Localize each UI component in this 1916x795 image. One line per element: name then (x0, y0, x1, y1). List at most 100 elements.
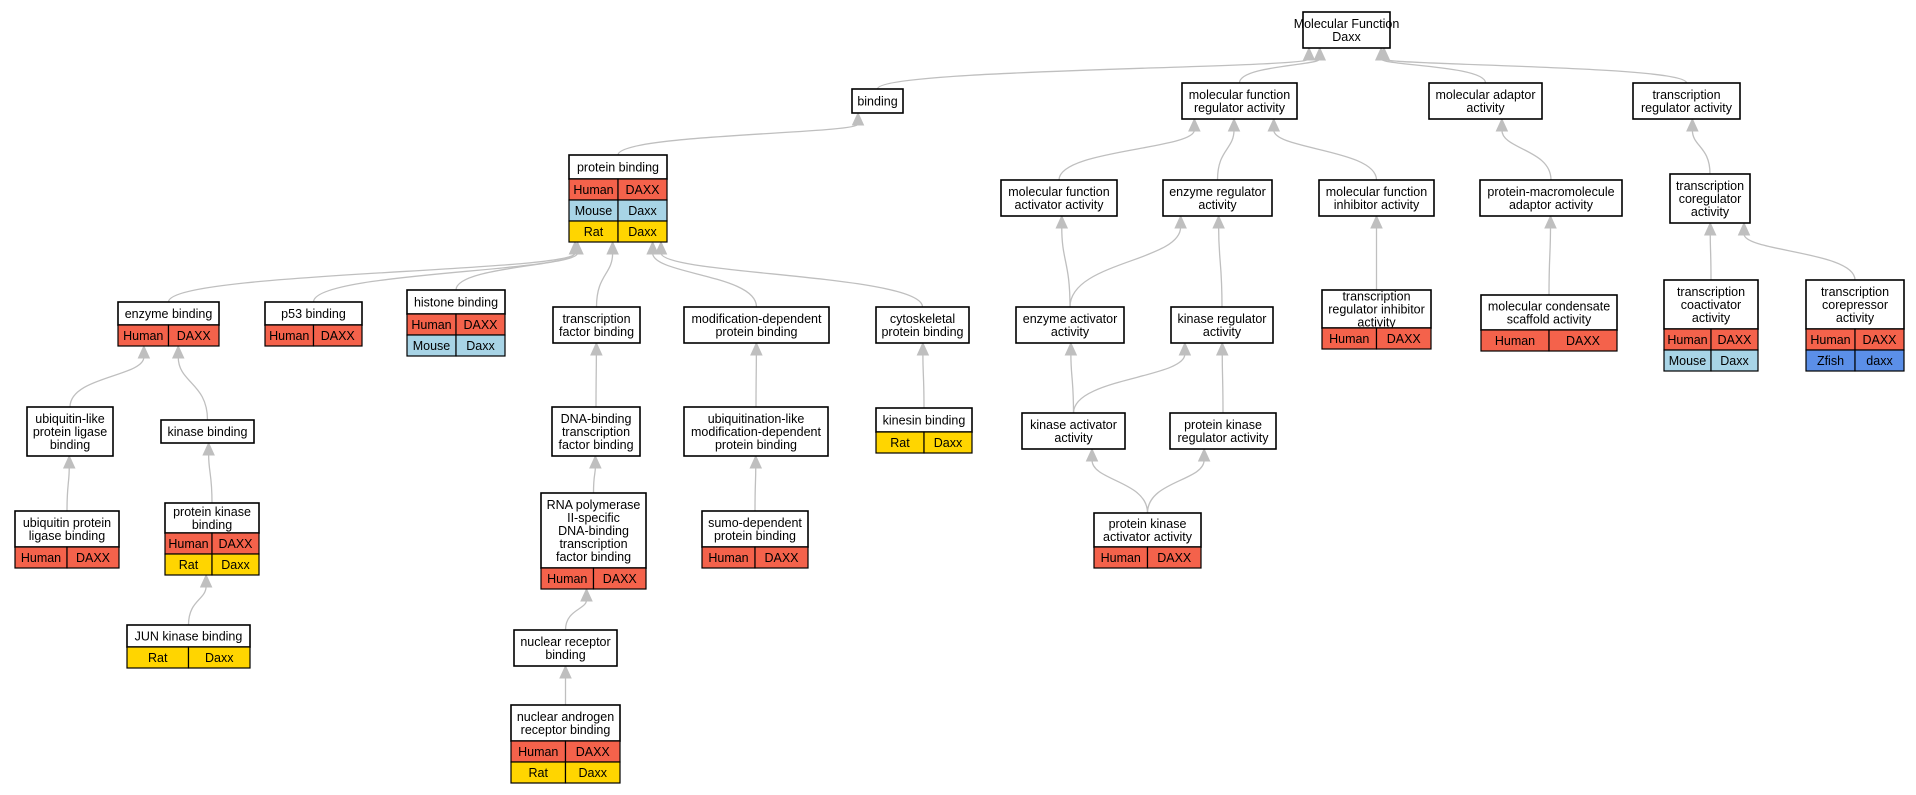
edge-line (1072, 353, 1186, 414)
go-term-box (552, 306, 641, 344)
species-label: Human (168, 537, 208, 551)
go-term-label-line: DNA-binding (561, 412, 632, 426)
go-term-label-line: protein binding (881, 325, 963, 339)
edge-line (1061, 226, 1071, 308)
go-term-label-line: transcription (1676, 179, 1744, 193)
go-term-node-binding[interactable]: binding (851, 88, 904, 114)
go-term-label-line: molecular function (1008, 185, 1109, 199)
species-label: Human (1101, 551, 1141, 565)
edge-line (1069, 226, 1182, 308)
go-term-label-line: molecular condensate (1488, 300, 1610, 314)
edge-arrowhead (1197, 447, 1211, 462)
gene-symbol: Daxx (1720, 354, 1749, 368)
go-term-box (1318, 179, 1435, 217)
edge-line (66, 466, 70, 512)
go-term-box (1000, 179, 1118, 217)
gene-cell (923, 431, 973, 454)
go-term-label-line: binding (545, 648, 585, 662)
edge-line (187, 585, 207, 626)
edge-arrowhead (1686, 117, 1699, 132)
go-term-label-line: activator activity (1015, 198, 1105, 212)
gene-cell (1710, 349, 1759, 372)
go-term-box (26, 406, 114, 457)
gene-cell (211, 553, 260, 576)
edge-line (617, 123, 859, 156)
edge-line (564, 599, 588, 631)
species-label: Human (123, 329, 163, 343)
edge-line (1691, 129, 1711, 175)
go-term-label-line: transcription (1652, 88, 1720, 102)
go-term-node-rnap[interactable]: RNA polymeraseII-specificDNA-bindingtran… (540, 492, 647, 590)
go-term-label-line: activity (1051, 325, 1090, 339)
edge-line (1548, 226, 1552, 296)
edge-maa-to-root (1374, 46, 1487, 84)
edge-line (1058, 129, 1196, 181)
go-term-label-line: molecular function (1326, 185, 1427, 199)
edge-narb-to-nrb (559, 664, 572, 705)
go-term-label-line: factor binding (559, 325, 634, 339)
species-label: Human (21, 551, 61, 565)
go-term-label-line: enzyme binding (125, 307, 213, 321)
edge-line (754, 466, 757, 512)
go-term-box (1181, 82, 1298, 120)
edge-sdpb-to-ulmdpb (749, 454, 763, 512)
gene-symbol: Daxx (221, 558, 250, 572)
edge-line (1091, 459, 1149, 514)
go-term-node-ulmdpb[interactable]: ubiquitination-likemodification-dependen… (683, 406, 829, 457)
species-label: Human (411, 318, 451, 332)
edge-arrowhead (137, 344, 151, 359)
gene-symbol: DAXX (76, 551, 111, 565)
go-term-label-line: protein kinase (1109, 517, 1187, 531)
go-term-label-line: ubiquitin-like (35, 412, 105, 426)
gene-cell (312, 324, 363, 347)
gene-symbol: DAXX (1157, 551, 1192, 565)
go-term-box (701, 510, 809, 548)
edge-tca-to-tra (1686, 117, 1711, 175)
go-term-label-line: enzyme activator (1023, 312, 1117, 326)
gene-symbol: Daxx (628, 204, 657, 218)
gene-symbol: DAXX (764, 551, 799, 565)
edge-arrowhead (1267, 117, 1281, 132)
go-term-label-line: protein binding (714, 529, 796, 543)
go-term-node-kb[interactable]: kinase binding (160, 419, 255, 444)
go-term-label-line: activator activity (1103, 530, 1193, 544)
edge-ulmdpb-to-mdpb (750, 341, 763, 408)
species-label: Mouse (413, 339, 451, 353)
go-term-label-line: Daxx (1332, 30, 1361, 44)
